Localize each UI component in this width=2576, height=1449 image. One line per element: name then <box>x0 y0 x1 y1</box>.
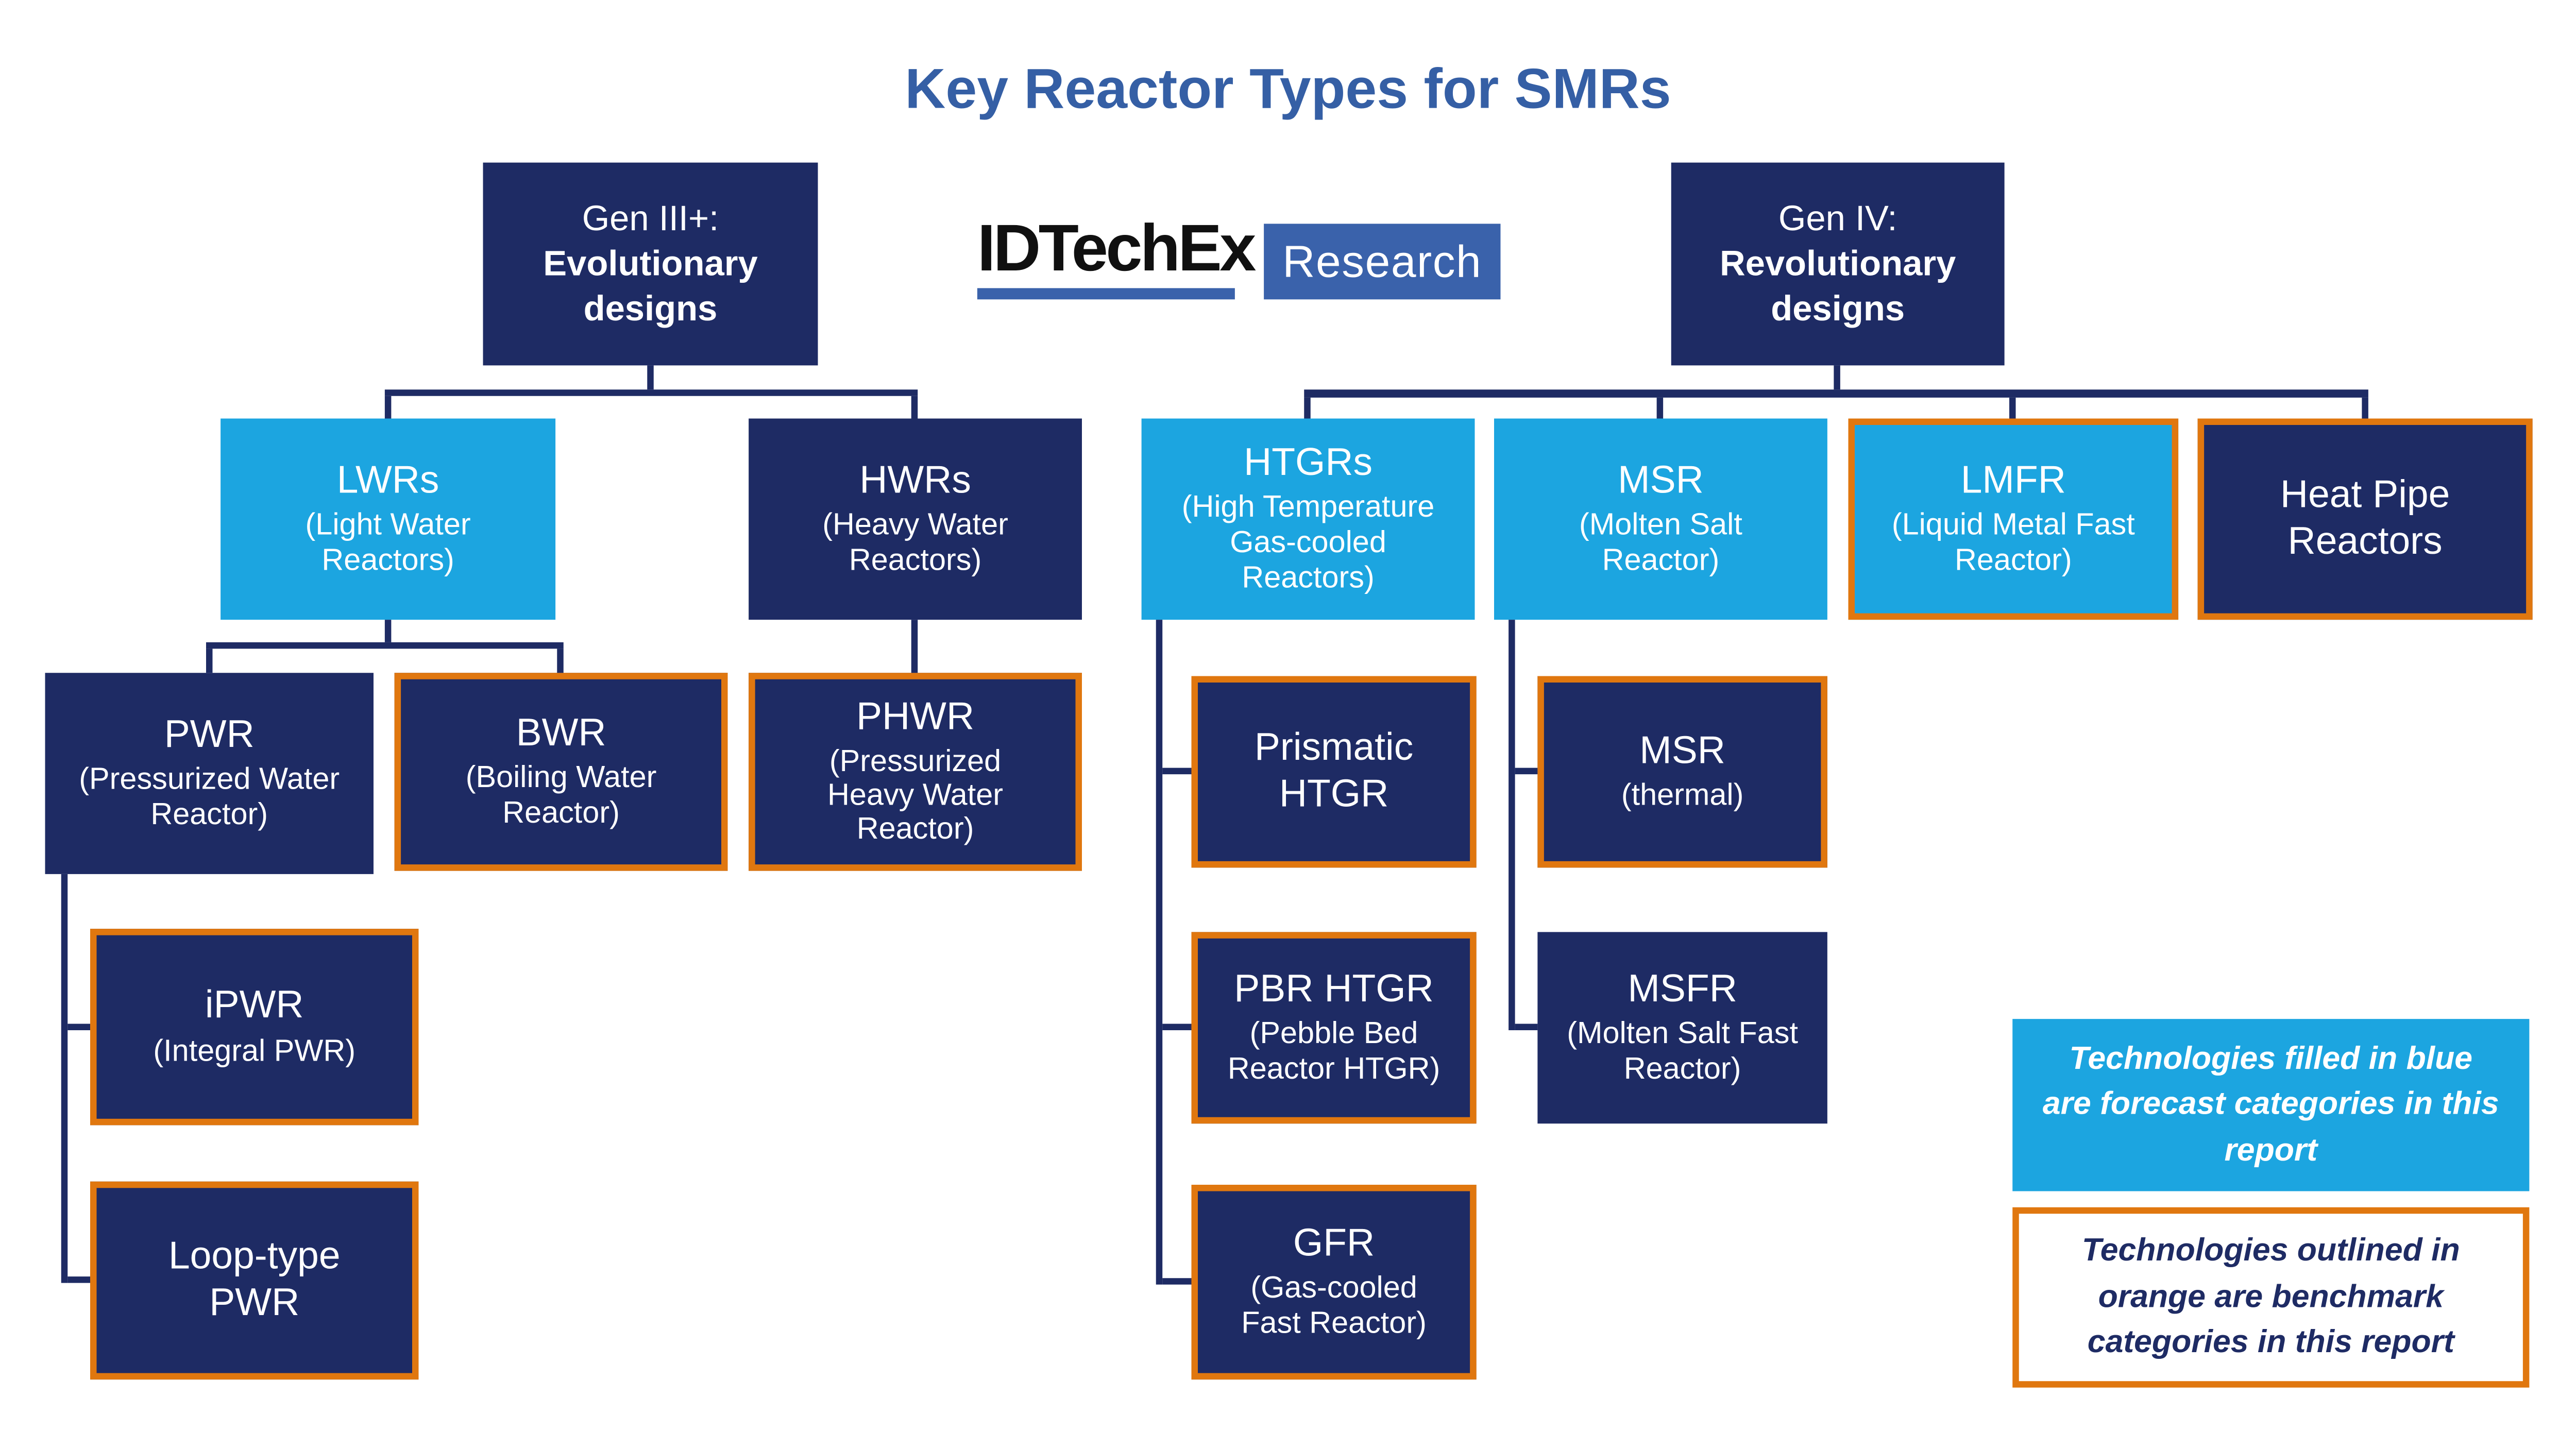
connector <box>384 389 918 396</box>
node-title: Gen IV: <box>1778 197 1897 238</box>
legend-forecast: Technologies filled in blue are forecast… <box>2012 1019 2530 1191</box>
node-subtitle: (Molten Salt Fast Reactor) <box>1567 1018 1798 1087</box>
node-subtitle: (Liquid Metal Fast Reactor) <box>1891 509 2135 579</box>
node-title: Heat Pipe Reactors <box>2280 472 2450 563</box>
node-title: LMFR <box>1960 458 2066 502</box>
node-msr-thermal: MSR (thermal) <box>1537 676 1827 868</box>
node-ipwr: iPWR (Integral PWR) <box>90 929 419 1126</box>
node-phwr: PHWR (Pressurized Heavy Water Reactor) <box>749 673 1082 871</box>
node-htgrs: HTGRs (High Temperature Gas-cooled React… <box>1141 418 1475 620</box>
node-title: MSR <box>1618 458 1704 502</box>
connector <box>1509 620 1515 1030</box>
connector <box>384 620 392 642</box>
connector <box>557 649 564 673</box>
node-loop-type-pwr: Loop-type PWR <box>90 1181 419 1380</box>
node-title: GFR <box>1293 1221 1375 1265</box>
node-pbr-htgr: PBR HTGR (Pebble Bed Reactor HTGR) <box>1191 932 1477 1124</box>
node-pwr: PWR (Pressurized Water Reactor) <box>45 673 374 874</box>
node-prismatic-htgr: Prismatic HTGR <box>1191 676 1477 868</box>
node-subtitle: (Pebble Bed Reactor HTGR) <box>1227 1018 1440 1087</box>
connector <box>1162 1024 1192 1030</box>
connector <box>67 1276 90 1283</box>
connector <box>1162 768 1192 775</box>
connector <box>1515 768 1538 775</box>
node-gfr: GFR (Gas-cooled Fast Reactor) <box>1191 1185 1477 1380</box>
node-subtitle: Revolutionary designs <box>1719 243 1956 329</box>
node-title: iPWR <box>205 983 304 1027</box>
node-title: HWRs <box>859 458 971 502</box>
connector <box>1656 397 1664 419</box>
legend-benchmark: Technologies outlined in orange are benc… <box>2012 1207 2530 1388</box>
connector <box>2362 397 2368 419</box>
node-gen4-revolutionary: Gen IV: Revolutionary designs <box>1671 162 2005 366</box>
connector <box>1834 365 1840 390</box>
connector <box>384 396 392 419</box>
connector <box>1156 620 1163 1285</box>
connector <box>2009 397 2016 419</box>
node-subtitle: (Pressurized Heavy Water Reactor) <box>827 745 1004 847</box>
connector <box>1162 1278 1192 1285</box>
node-title: PWR <box>164 712 255 756</box>
node-subtitle: (Pressurized Water Reactor) <box>79 763 340 833</box>
node-hwrs: HWRs (Heavy Water Reactors) <box>749 418 1082 620</box>
node-subtitle: (Light Water Reactors) <box>305 509 471 579</box>
idtechex-logo-text: IDTechEx <box>977 211 1257 285</box>
node-title: BWR <box>516 710 606 755</box>
node-msfr: MSFR (Molten Salt Fast Reactor) <box>1537 932 1827 1124</box>
connector <box>647 365 654 390</box>
idtechex-logo: IDTechEx <box>977 211 1257 300</box>
node-gen3-evolutionary: Gen III+: Evolutionary designs <box>483 162 818 366</box>
node-title: Prismatic HTGR <box>1254 725 1414 815</box>
node-msr: MSR (Molten Salt Reactor) <box>1494 418 1827 620</box>
node-subtitle: (Integral PWR) <box>153 1034 356 1069</box>
node-subtitle: (Gas-cooled Fast Reactor) <box>1241 1272 1427 1342</box>
connector <box>206 649 213 673</box>
node-lmfr: LMFR (Liquid Metal Fast Reactor) <box>1848 418 2179 620</box>
node-subtitle: (Heavy Water Reactors) <box>822 509 1008 579</box>
connector <box>911 396 918 419</box>
connector <box>206 642 564 649</box>
node-bwr: BWR (Boiling Water Reactor) <box>394 673 728 871</box>
node-subtitle: (thermal) <box>1621 779 1744 814</box>
node-subtitle: (Molten Salt Reactor) <box>1579 509 1742 579</box>
page-title: Key Reactor Types for SMRs <box>905 58 1671 121</box>
node-title: Loop-type PWR <box>168 1234 341 1324</box>
connector <box>911 620 918 673</box>
idtechex-logo-underline <box>977 288 1235 300</box>
node-title: Gen III+: <box>582 197 719 238</box>
node-lwrs: LWRs (Light Water Reactors) <box>221 418 556 620</box>
connector <box>1304 397 1311 419</box>
node-title: PBR HTGR <box>1234 966 1434 1011</box>
connector <box>67 1024 90 1030</box>
node-title: MSR <box>1639 728 1725 772</box>
connector <box>61 874 68 1283</box>
node-subtitle: Evolutionary designs <box>543 243 758 329</box>
connector <box>1304 389 2368 398</box>
idtechex-research-badge: Research <box>1264 224 1501 300</box>
node-title: LWRs <box>336 458 439 502</box>
node-subtitle: (High Temperature Gas-cooled Reactors) <box>1181 491 1435 596</box>
node-heat-pipe-reactors: Heat Pipe Reactors <box>2197 418 2533 620</box>
node-subtitle: (Boiling Water Reactor) <box>465 762 657 831</box>
node-title: PHWR <box>856 695 975 740</box>
connector <box>1515 1024 1538 1030</box>
node-title: MSFR <box>1628 966 1737 1011</box>
node-title: HTGRs <box>1244 440 1373 484</box>
